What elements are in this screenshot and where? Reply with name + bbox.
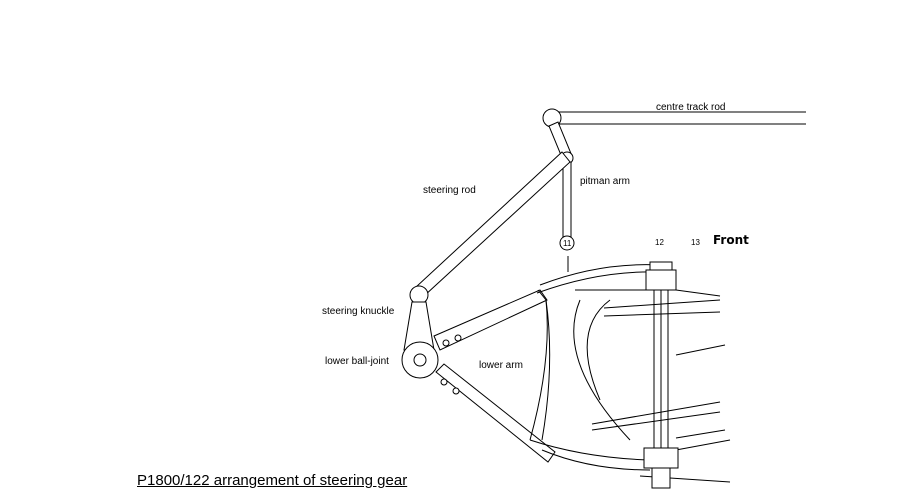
pitman-arm-label: pitman arm (580, 176, 630, 187)
steering-knuckle-joint (409, 285, 429, 305)
centre-track-rod (556, 111, 806, 125)
lower-arm-upper-link (433, 289, 548, 351)
spindle-assembly (591, 261, 731, 489)
diagram-caption: P1800/122 arrangement of steering gear (137, 472, 408, 489)
part-12-label: 12 (655, 238, 664, 247)
pitman-arm (562, 161, 572, 241)
steering-rod-label: steering rod (423, 185, 476, 196)
steering-knuckle-label: steering knuckle (322, 306, 395, 317)
bolt-hole (452, 387, 460, 395)
lower-arm-label: lower arm (479, 360, 523, 371)
part-13-label: 13 (691, 238, 700, 247)
bolt-hole (442, 339, 450, 347)
lower-arm-lower-link (435, 363, 556, 463)
centre-track-rod-label: centre track rod (656, 102, 725, 113)
steering-rod (415, 151, 571, 297)
ball-joint-center (413, 353, 427, 367)
lower-ball-joint-label: lower ball-joint (325, 356, 389, 367)
part-11-joint (559, 235, 575, 251)
front-label: Front (713, 233, 749, 247)
part-11-label: 11 (563, 239, 572, 248)
bolt-hole (454, 334, 462, 342)
bolt-hole (440, 378, 448, 386)
front-cross-member (529, 256, 661, 471)
